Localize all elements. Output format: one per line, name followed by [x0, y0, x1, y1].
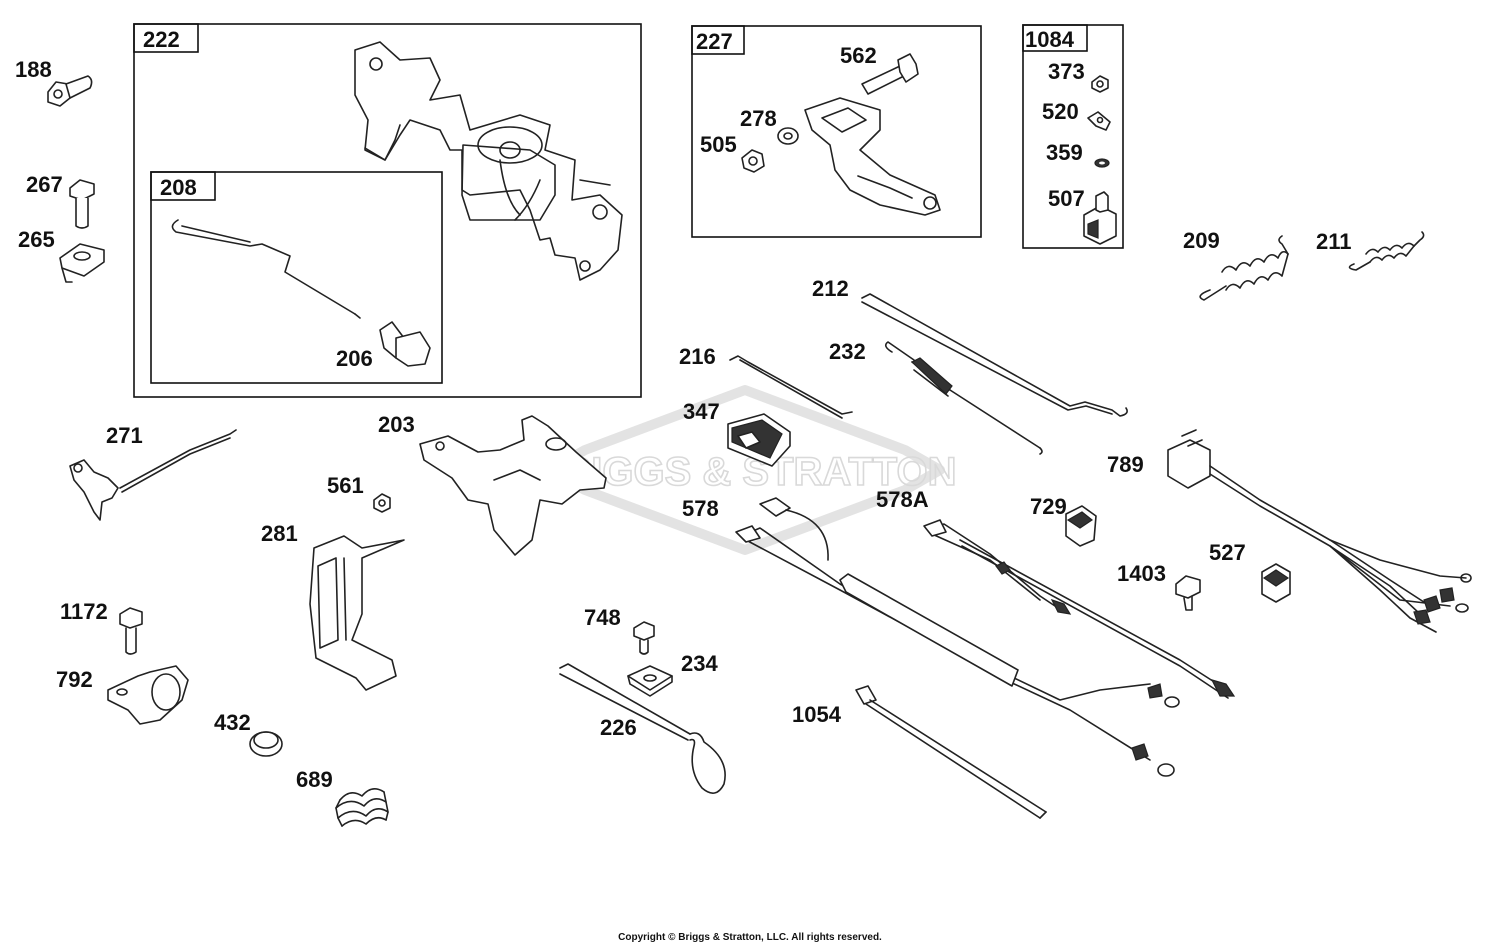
label-527: 527	[1209, 540, 1246, 565]
part-689-spring	[335, 788, 389, 827]
label-216: 216	[679, 344, 716, 369]
label-234: 234	[681, 651, 718, 676]
part-265-clip	[59, 243, 105, 283]
label-267: 267	[26, 172, 63, 197]
part-505-nut	[741, 149, 765, 173]
label-211: 211	[1316, 229, 1352, 254]
box-227: 227	[691, 25, 982, 238]
label-578: 578	[682, 496, 719, 521]
part-578A-wire-harness	[923, 519, 1236, 699]
label-188: 188	[15, 57, 52, 82]
part-271-throttle-cable	[69, 429, 237, 521]
label-212: 212	[812, 276, 849, 301]
part-211-spring	[1348, 231, 1425, 271]
box-208: 208	[150, 171, 443, 384]
box-222: 222	[133, 23, 642, 398]
label-729: 729	[1030, 494, 1067, 519]
part-212-rod	[861, 293, 1128, 417]
part-278-washer	[777, 127, 799, 145]
label-359: 359	[1046, 140, 1083, 165]
label-507: 507	[1048, 186, 1085, 211]
part-209-spring	[1199, 235, 1289, 301]
part-373-nut	[1091, 75, 1109, 93]
part-359-washer	[1094, 158, 1110, 168]
part-234-clip	[627, 665, 673, 697]
part-188-screw	[47, 75, 93, 107]
label-748: 748	[584, 605, 621, 630]
part-562-pin	[861, 53, 919, 95]
part-1054-cable-tie	[855, 685, 1047, 819]
part-216-rod	[729, 355, 853, 419]
part-507-switch	[1083, 191, 1117, 245]
label-1403: 1403	[1117, 561, 1166, 586]
label-1172: 1172	[60, 599, 108, 624]
label-432: 432	[214, 710, 251, 735]
label-209: 209	[1183, 228, 1220, 253]
label-203: 203	[378, 412, 415, 437]
label-347: 347	[683, 399, 720, 424]
label-562: 562	[840, 43, 877, 68]
box-1084: 1084	[1022, 24, 1124, 249]
box-label-222: 222	[143, 27, 180, 52]
part-347-rocker-switch	[727, 413, 791, 467]
label-561: 561	[327, 473, 364, 498]
part-561-nut	[373, 493, 391, 513]
part-1172-bolt	[119, 607, 143, 655]
label-278: 278	[740, 106, 777, 131]
box-label-208: 208	[160, 175, 197, 200]
label-1054: 1054	[792, 702, 842, 727]
part-520-clip	[1087, 111, 1111, 131]
copyright-text: Copyright © Briggs & Stratton, LLC. All …	[618, 932, 882, 943]
label-792: 792	[56, 667, 93, 692]
part-222-governor-bracket	[354, 41, 623, 281]
label-505: 505	[700, 132, 737, 157]
label-271: 271	[106, 423, 143, 448]
part-748-screw	[633, 621, 655, 655]
label-265: 265	[18, 227, 55, 252]
part-281-bracket	[309, 535, 405, 691]
part-789-wire-harness	[1167, 429, 1472, 633]
part-267-bolt	[69, 179, 95, 229]
part-578-wire-harness	[735, 497, 1180, 777]
label-578A: 578A	[876, 487, 929, 512]
label-789: 789	[1107, 452, 1144, 477]
part-208-link-rod	[171, 219, 361, 319]
part-432-ring	[249, 731, 283, 757]
label-232: 232	[829, 339, 866, 364]
part-232-rod-spring	[884, 341, 1043, 455]
box-label-227: 227	[696, 29, 733, 54]
part-226-rod	[559, 663, 726, 794]
part-1403-screw	[1175, 575, 1201, 611]
label-373: 373	[1048, 59, 1085, 84]
label-689: 689	[296, 767, 333, 792]
part-206-knob	[379, 321, 431, 367]
label-206: 206	[336, 346, 373, 371]
label-281: 281	[261, 521, 298, 546]
part-792-bracket	[107, 665, 189, 725]
part-227-choke-bracket	[804, 97, 941, 216]
part-729-clip	[1065, 505, 1097, 547]
label-226: 226	[600, 715, 637, 740]
part-527-clip	[1261, 563, 1291, 603]
label-520: 520	[1042, 99, 1079, 124]
box-label-1084: 1084	[1025, 27, 1075, 52]
part-203-control-bracket	[419, 415, 607, 556]
